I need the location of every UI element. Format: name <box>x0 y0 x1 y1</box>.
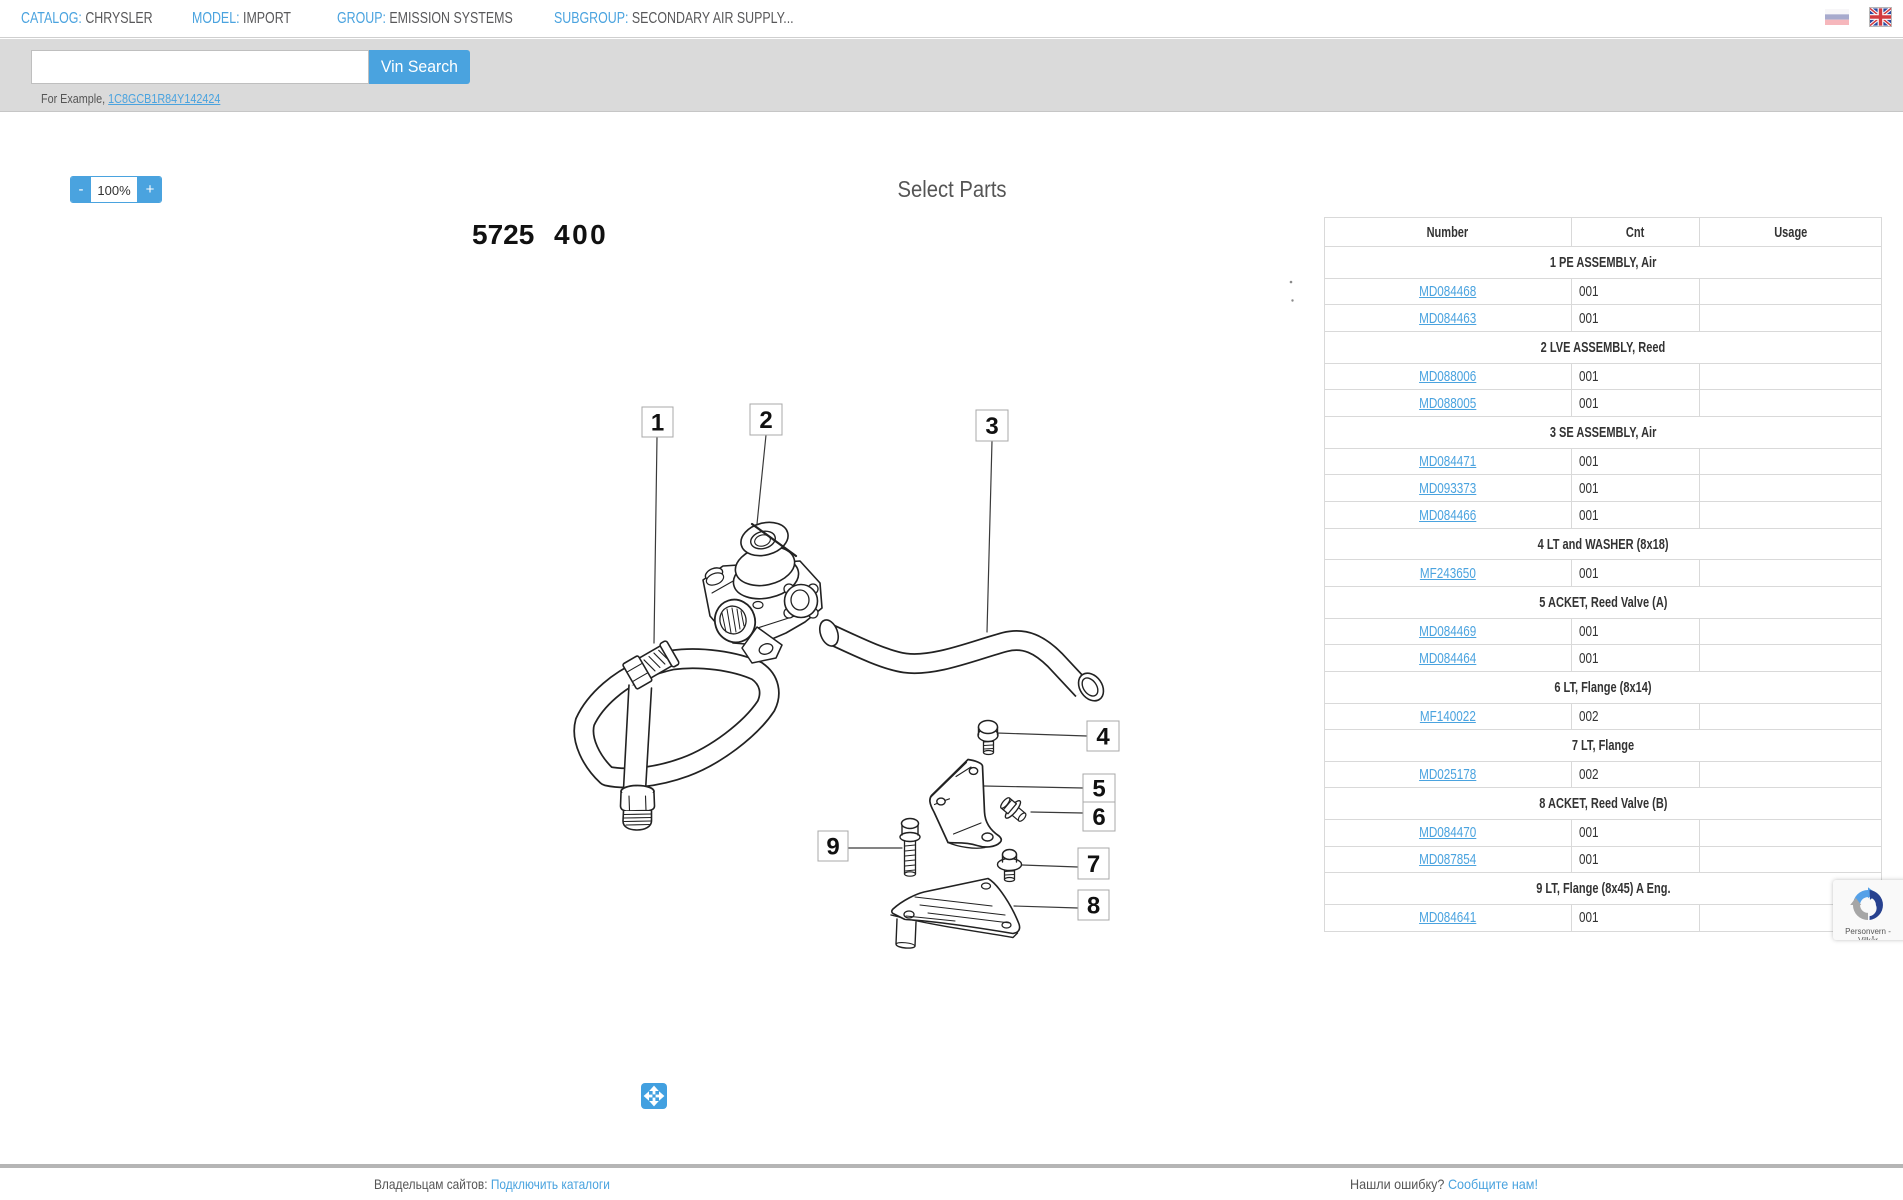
svg-text:9: 9 <box>826 834 839 861</box>
svg-text:400: 400 <box>554 219 608 250</box>
svg-text:2: 2 <box>759 407 772 434</box>
svg-text:5725: 5725 <box>472 219 534 250</box>
svg-text:3: 3 <box>985 413 998 440</box>
svg-text:8: 8 <box>1087 893 1100 920</box>
svg-text:1: 1 <box>651 410 664 437</box>
svg-text:5: 5 <box>1092 776 1105 803</box>
svg-text:7: 7 <box>1087 851 1100 878</box>
svg-text:6: 6 <box>1092 804 1105 831</box>
svg-text:4: 4 <box>1096 724 1110 751</box>
